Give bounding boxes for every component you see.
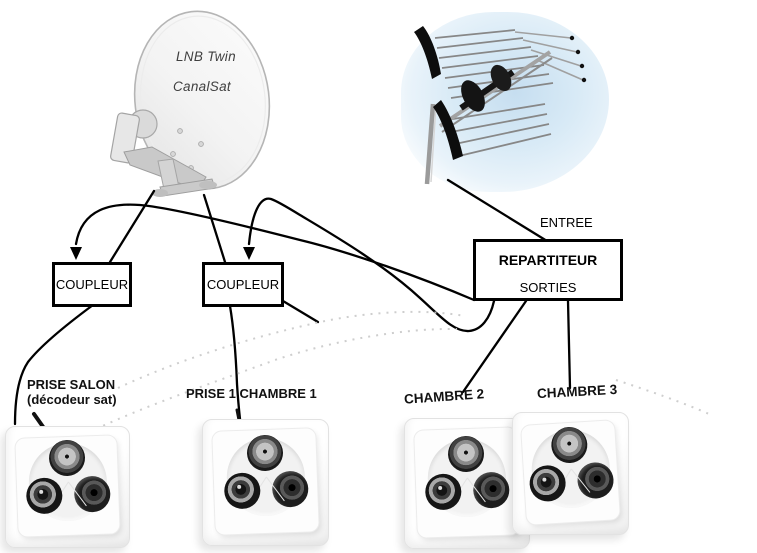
outlet-plate xyxy=(521,420,620,525)
outlet-chambre-3 xyxy=(512,412,629,535)
sat-connector xyxy=(47,439,86,477)
antenna-reflector-fin-lower xyxy=(433,100,463,160)
label-prise-salon-line2: (décodeur sat) xyxy=(27,391,117,407)
dish-rivets xyxy=(170,128,204,171)
antenna-clamp-1 xyxy=(461,80,485,112)
coupler-1-box: COUPLEUR xyxy=(52,262,132,307)
radio-connector xyxy=(472,471,510,509)
coupler-1-label: COUPLEUR xyxy=(55,277,129,292)
outlet-chambre-2 xyxy=(404,418,530,549)
radio-connector xyxy=(73,475,111,513)
antenna-clamp-2 xyxy=(490,64,512,92)
wire-splitter-to-chambre3 xyxy=(566,299,572,390)
radio-connector xyxy=(271,470,309,509)
wire-stub-coupler2-corner xyxy=(281,299,320,324)
wire-antenna-to-splitter xyxy=(446,178,549,243)
splitter-label: REPARTITEUR xyxy=(498,252,598,268)
outlet-plate xyxy=(15,435,120,537)
tv-connector xyxy=(25,477,63,515)
outlet-plate xyxy=(414,427,520,538)
tv-connector xyxy=(528,463,567,503)
sky-background xyxy=(401,12,609,192)
wire-lnb-to-coupler1 xyxy=(108,189,156,264)
outlet-prise-1-chambre-1 xyxy=(202,419,329,546)
tv-connector xyxy=(424,473,462,511)
radio-connector xyxy=(575,460,615,500)
dish-label-canalsat: CanalSat xyxy=(173,79,231,94)
coupler-2-label: COUPLEUR xyxy=(206,277,280,292)
satellite-dish-art xyxy=(110,10,271,197)
satellite-dish xyxy=(100,2,280,202)
outlet-recess xyxy=(223,434,309,518)
sat-connector xyxy=(549,425,588,464)
wire-splitter-to-coupler1 xyxy=(74,203,476,302)
wire-splitter-to-coupler2 xyxy=(247,197,496,333)
label-prise1-chambre1: PRISE 1 CHAMBRE 1 xyxy=(186,386,317,401)
outlet-prise-salon xyxy=(5,426,130,548)
arrowhead-coupler1 xyxy=(70,247,82,260)
wire-splitter-to-chambre2 xyxy=(461,299,528,394)
faint-erased-lines xyxy=(95,310,710,430)
outlet-recess xyxy=(25,439,111,523)
antenna-mast-highlight xyxy=(430,103,437,183)
antenna-reflector-fin-upper xyxy=(414,26,441,79)
sat-connector xyxy=(245,434,284,473)
sat-connector xyxy=(447,435,485,473)
outlet-plate xyxy=(212,428,319,535)
outlet-recess xyxy=(424,435,510,519)
splitter-box: REPARTITEUR SORTIES xyxy=(473,239,623,301)
wire-coupler2-to-outlet2 xyxy=(228,304,242,421)
splitter-input-label: ENTREE xyxy=(540,215,593,230)
dish-label-lnb: LNB Twin xyxy=(176,49,236,64)
wire-lnb-to-coupler2 xyxy=(202,193,227,264)
dish-lnb-arm xyxy=(110,109,217,197)
coupler-2-box: COUPLEUR xyxy=(202,262,284,307)
arrowhead-coupler2 xyxy=(243,247,255,260)
label-prise-salon: PRISE SALON (décodeur sat) xyxy=(27,377,117,407)
outlet-recess xyxy=(528,425,615,510)
splitter-output-label: SORTIES xyxy=(519,280,577,295)
tv-antenna-art xyxy=(414,26,587,185)
antenna-rod-tips xyxy=(569,35,587,83)
tv-antenna xyxy=(395,8,615,198)
label-prise-salon-line1: PRISE SALON xyxy=(27,377,116,392)
wire-coupler1-to-outlet1 xyxy=(13,303,95,426)
tv-connector xyxy=(223,472,261,510)
antenna-mast xyxy=(424,103,436,185)
